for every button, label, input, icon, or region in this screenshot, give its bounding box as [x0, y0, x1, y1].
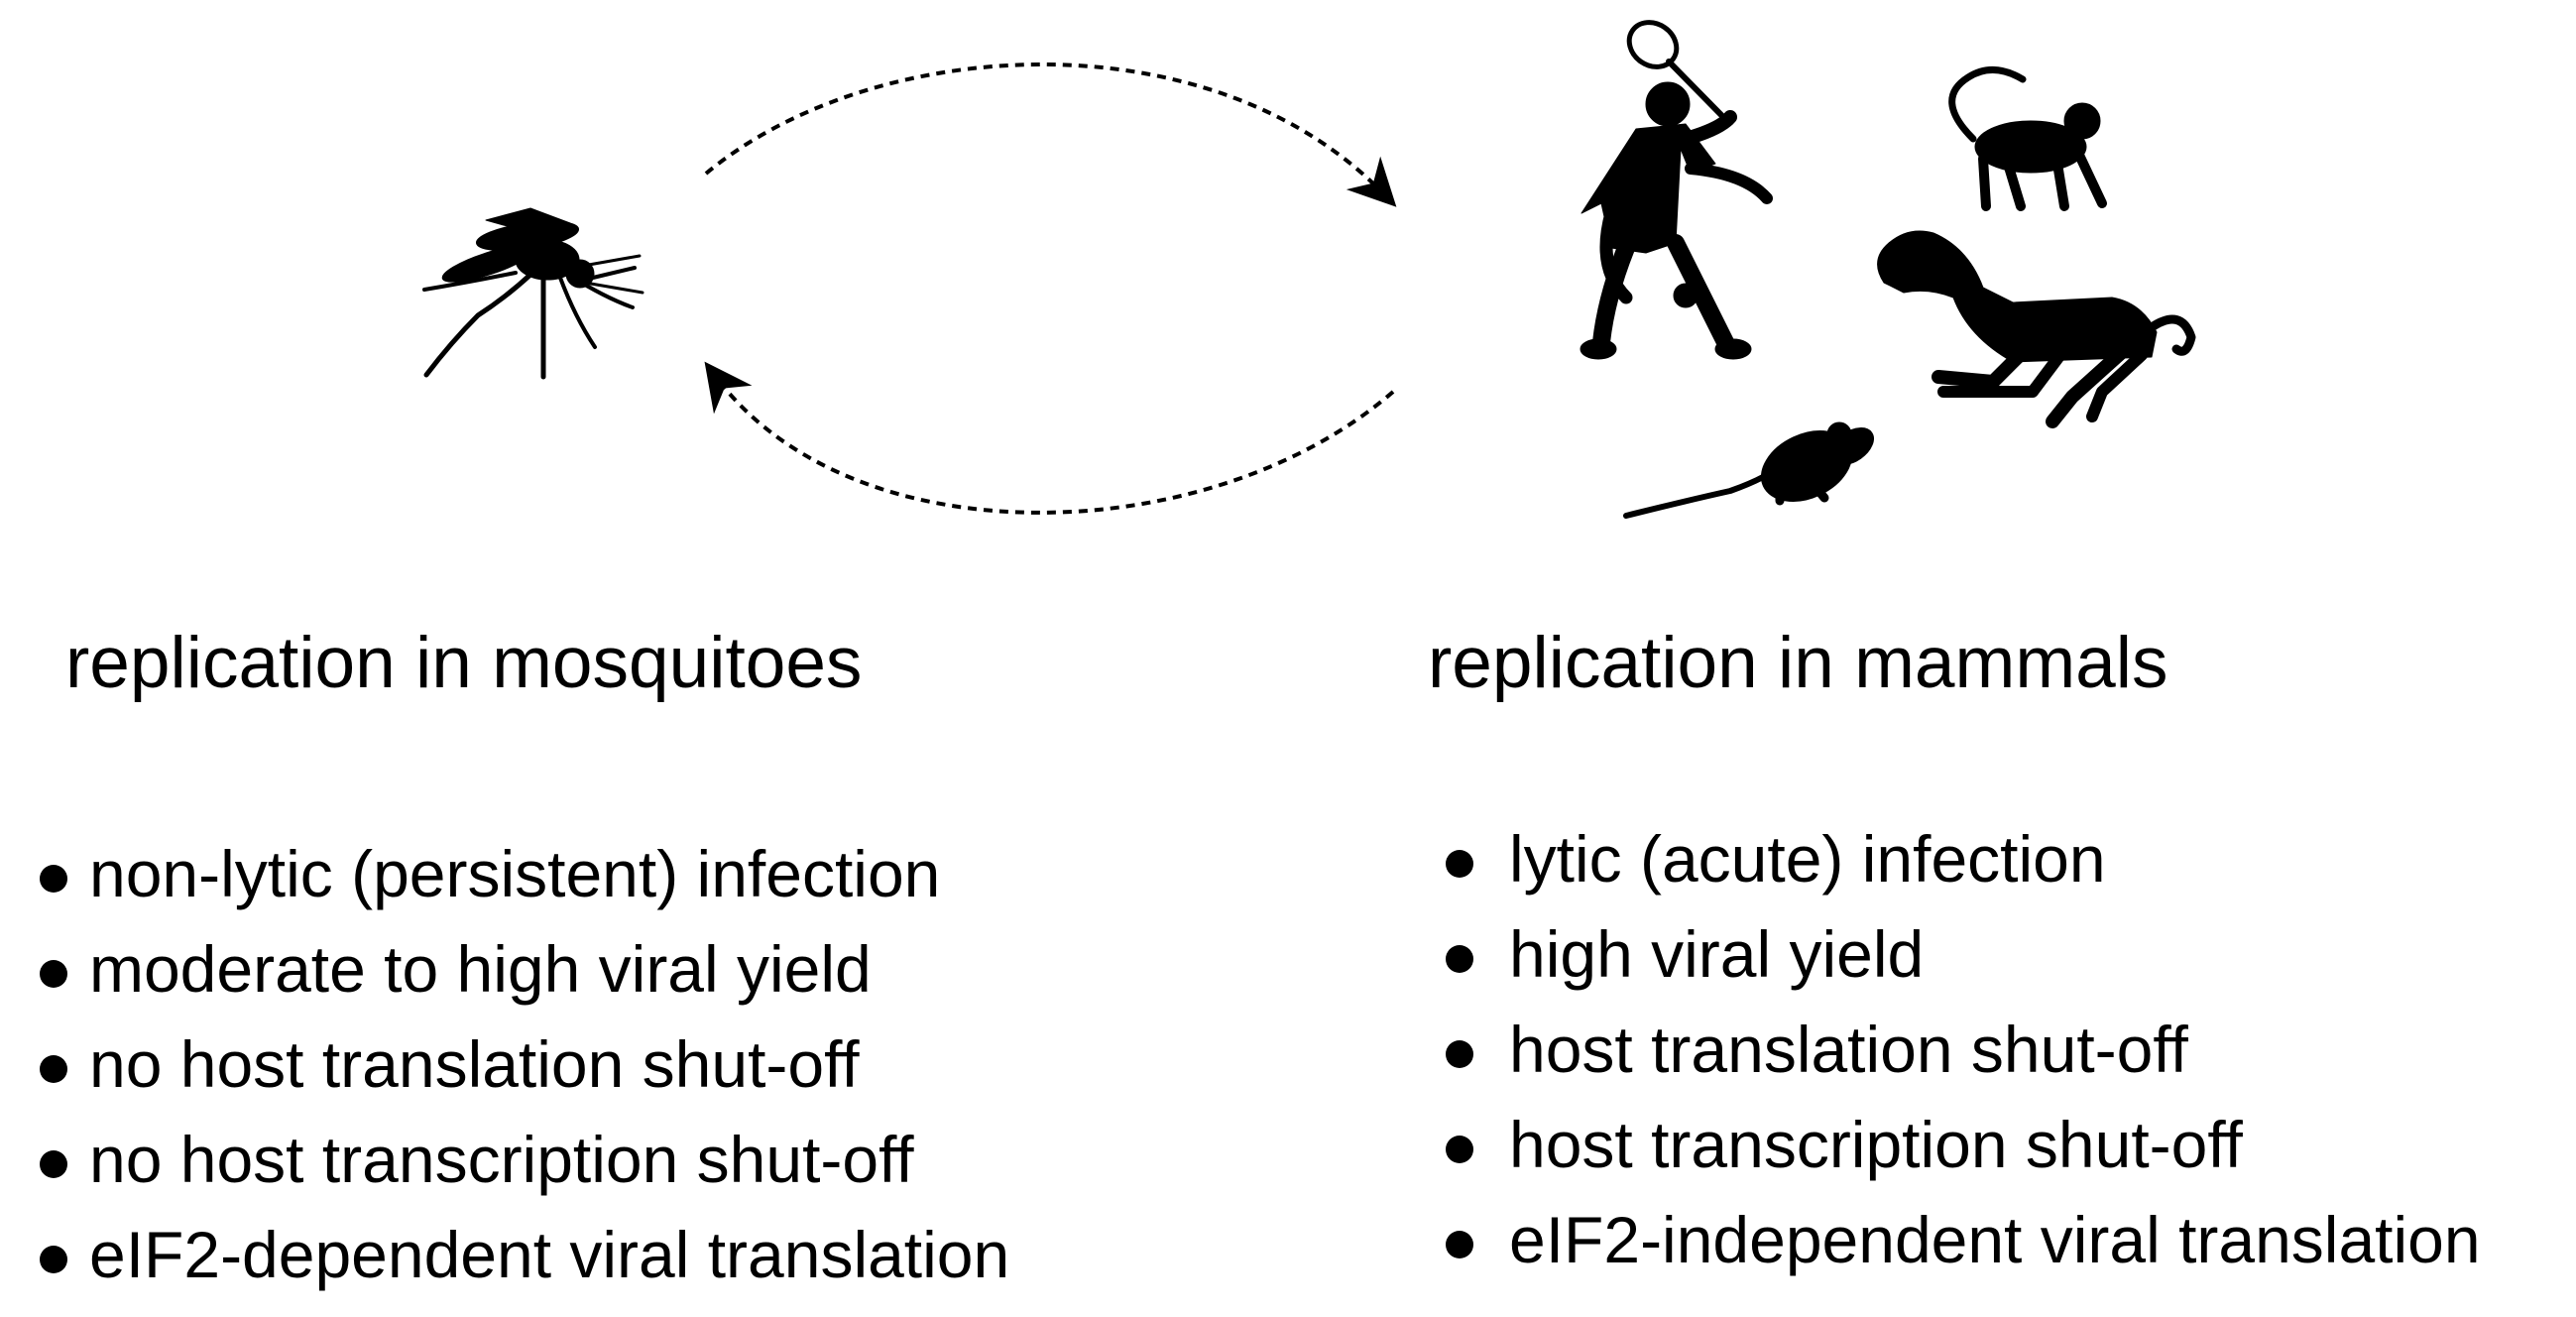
- list-item: non-lytic (persistent) infection: [40, 841, 1009, 936]
- bullet-icon: [40, 1246, 67, 1273]
- bullet-icon: [1446, 1136, 1473, 1163]
- mammal-replication-heading: replication in mammals: [1428, 623, 2168, 703]
- bullet-icon: [1446, 1040, 1473, 1068]
- list-item: no host transcription shut-off: [40, 1127, 1009, 1222]
- mosquito-features-list: non-lytic (persistent) infection moderat…: [40, 841, 1009, 1317]
- list-item: host translation shut-off: [1446, 1017, 2481, 1112]
- list-item: lytic (acute) infection: [1446, 826, 2481, 921]
- mosquito-icon: [422, 207, 644, 380]
- list-item: high viral yield: [1446, 921, 2481, 1017]
- bullet-icon: [1446, 850, 1473, 878]
- bullet-icon: [40, 960, 67, 988]
- bullet-icon: [1446, 1231, 1473, 1258]
- tennis-player-icon: [1580, 20, 1773, 360]
- horse-icon: [1877, 230, 2196, 428]
- bullet-icon: [40, 865, 67, 893]
- list-item: host transcription shut-off: [1446, 1112, 2481, 1207]
- bullet-icon: [40, 1150, 67, 1178]
- list-item: eIF2-independent viral translation: [1446, 1207, 2481, 1302]
- bullet-icon: [1446, 945, 1473, 973]
- bullet-icon: [40, 1055, 67, 1083]
- mosquito-replication-heading: replication in mosquitoes: [65, 623, 863, 703]
- list-item: no host translation shut-off: [40, 1031, 1009, 1127]
- monkey-icon: [1948, 66, 2107, 211]
- list-item: eIF2-dependent viral translation: [40, 1222, 1009, 1317]
- arrow-to-mosquito: [704, 361, 1395, 515]
- rat-icon: [1623, 421, 1874, 519]
- arrow-to-mammals: [704, 62, 1397, 207]
- mammal-features-list: lytic (acute) infection high viral yield…: [1446, 826, 2481, 1302]
- list-item: moderate to high viral yield: [40, 936, 1009, 1031]
